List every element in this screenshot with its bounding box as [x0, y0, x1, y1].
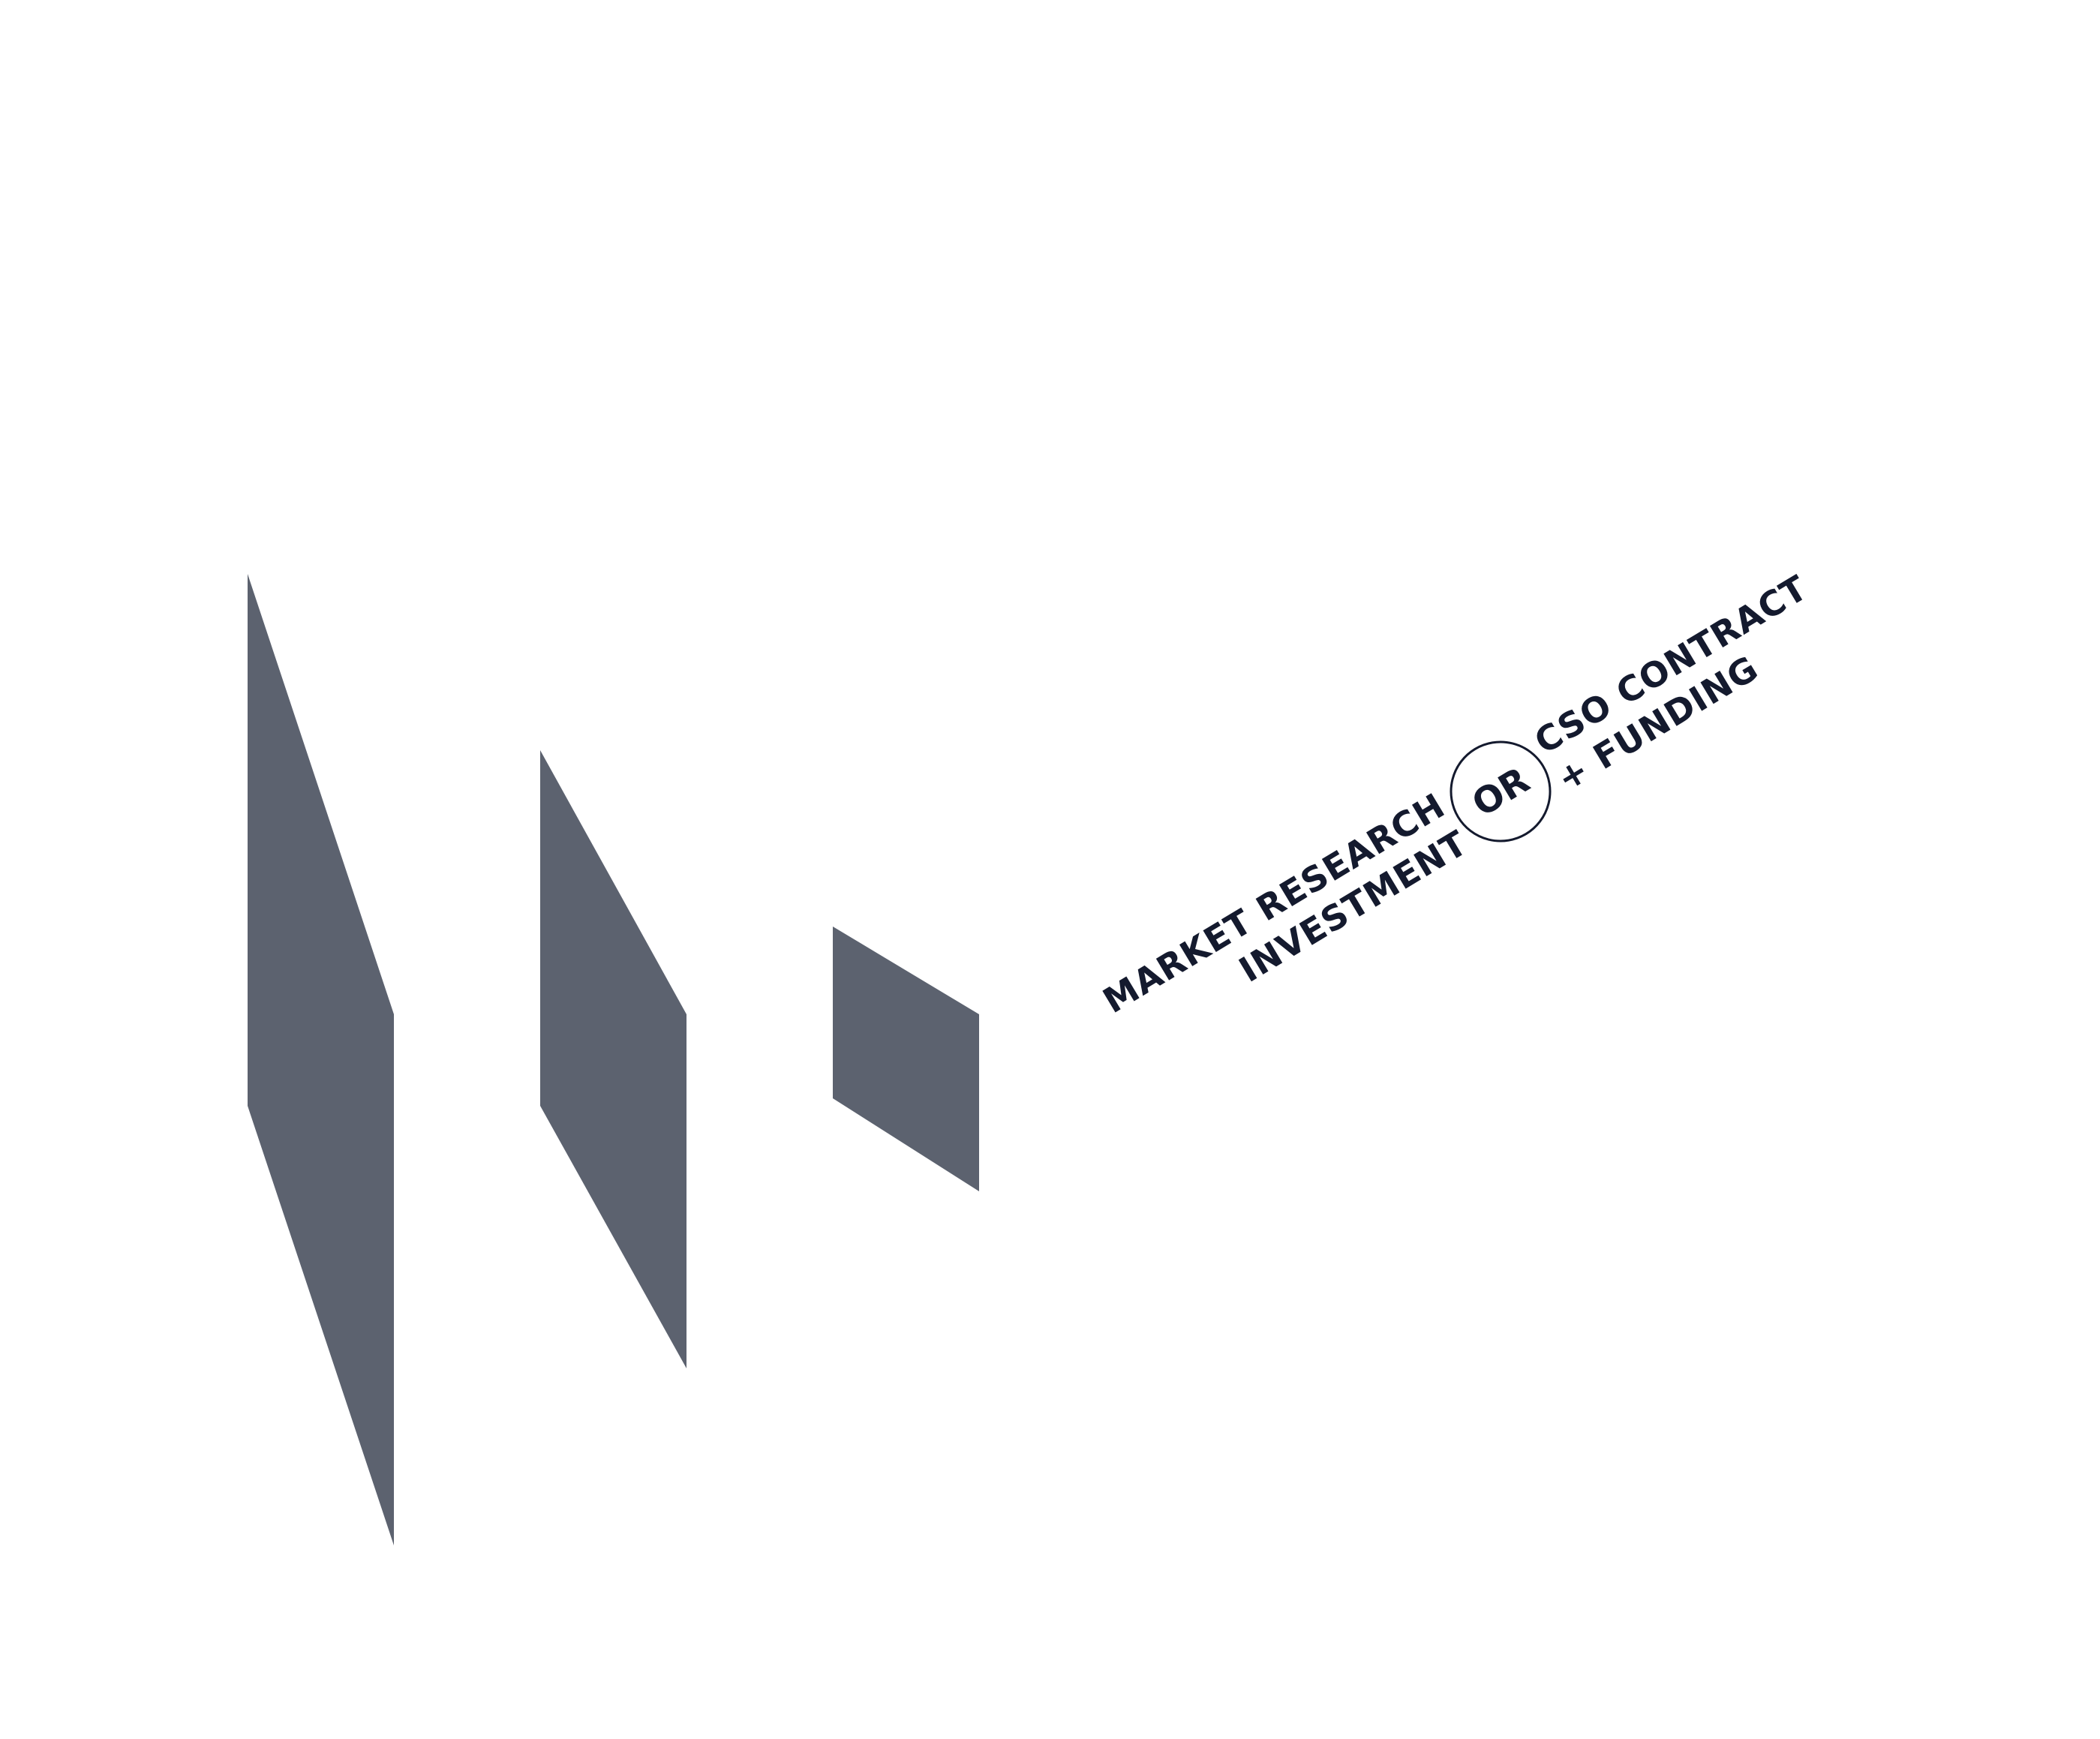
perspective-panels — [248, 574, 979, 1545]
left-option-line1: MARKET RESEARCH — [1096, 785, 1452, 1021]
panel-medium — [540, 750, 686, 1368]
or-separator-text: OR — [1465, 759, 1537, 825]
or-circle — [1450, 740, 1552, 842]
options-label-group: MARKET RESEARCH INVESTMENT OR CSO CONTRA… — [1096, 567, 1815, 1021]
panel-large — [248, 574, 394, 1545]
panel-small — [833, 927, 979, 1191]
